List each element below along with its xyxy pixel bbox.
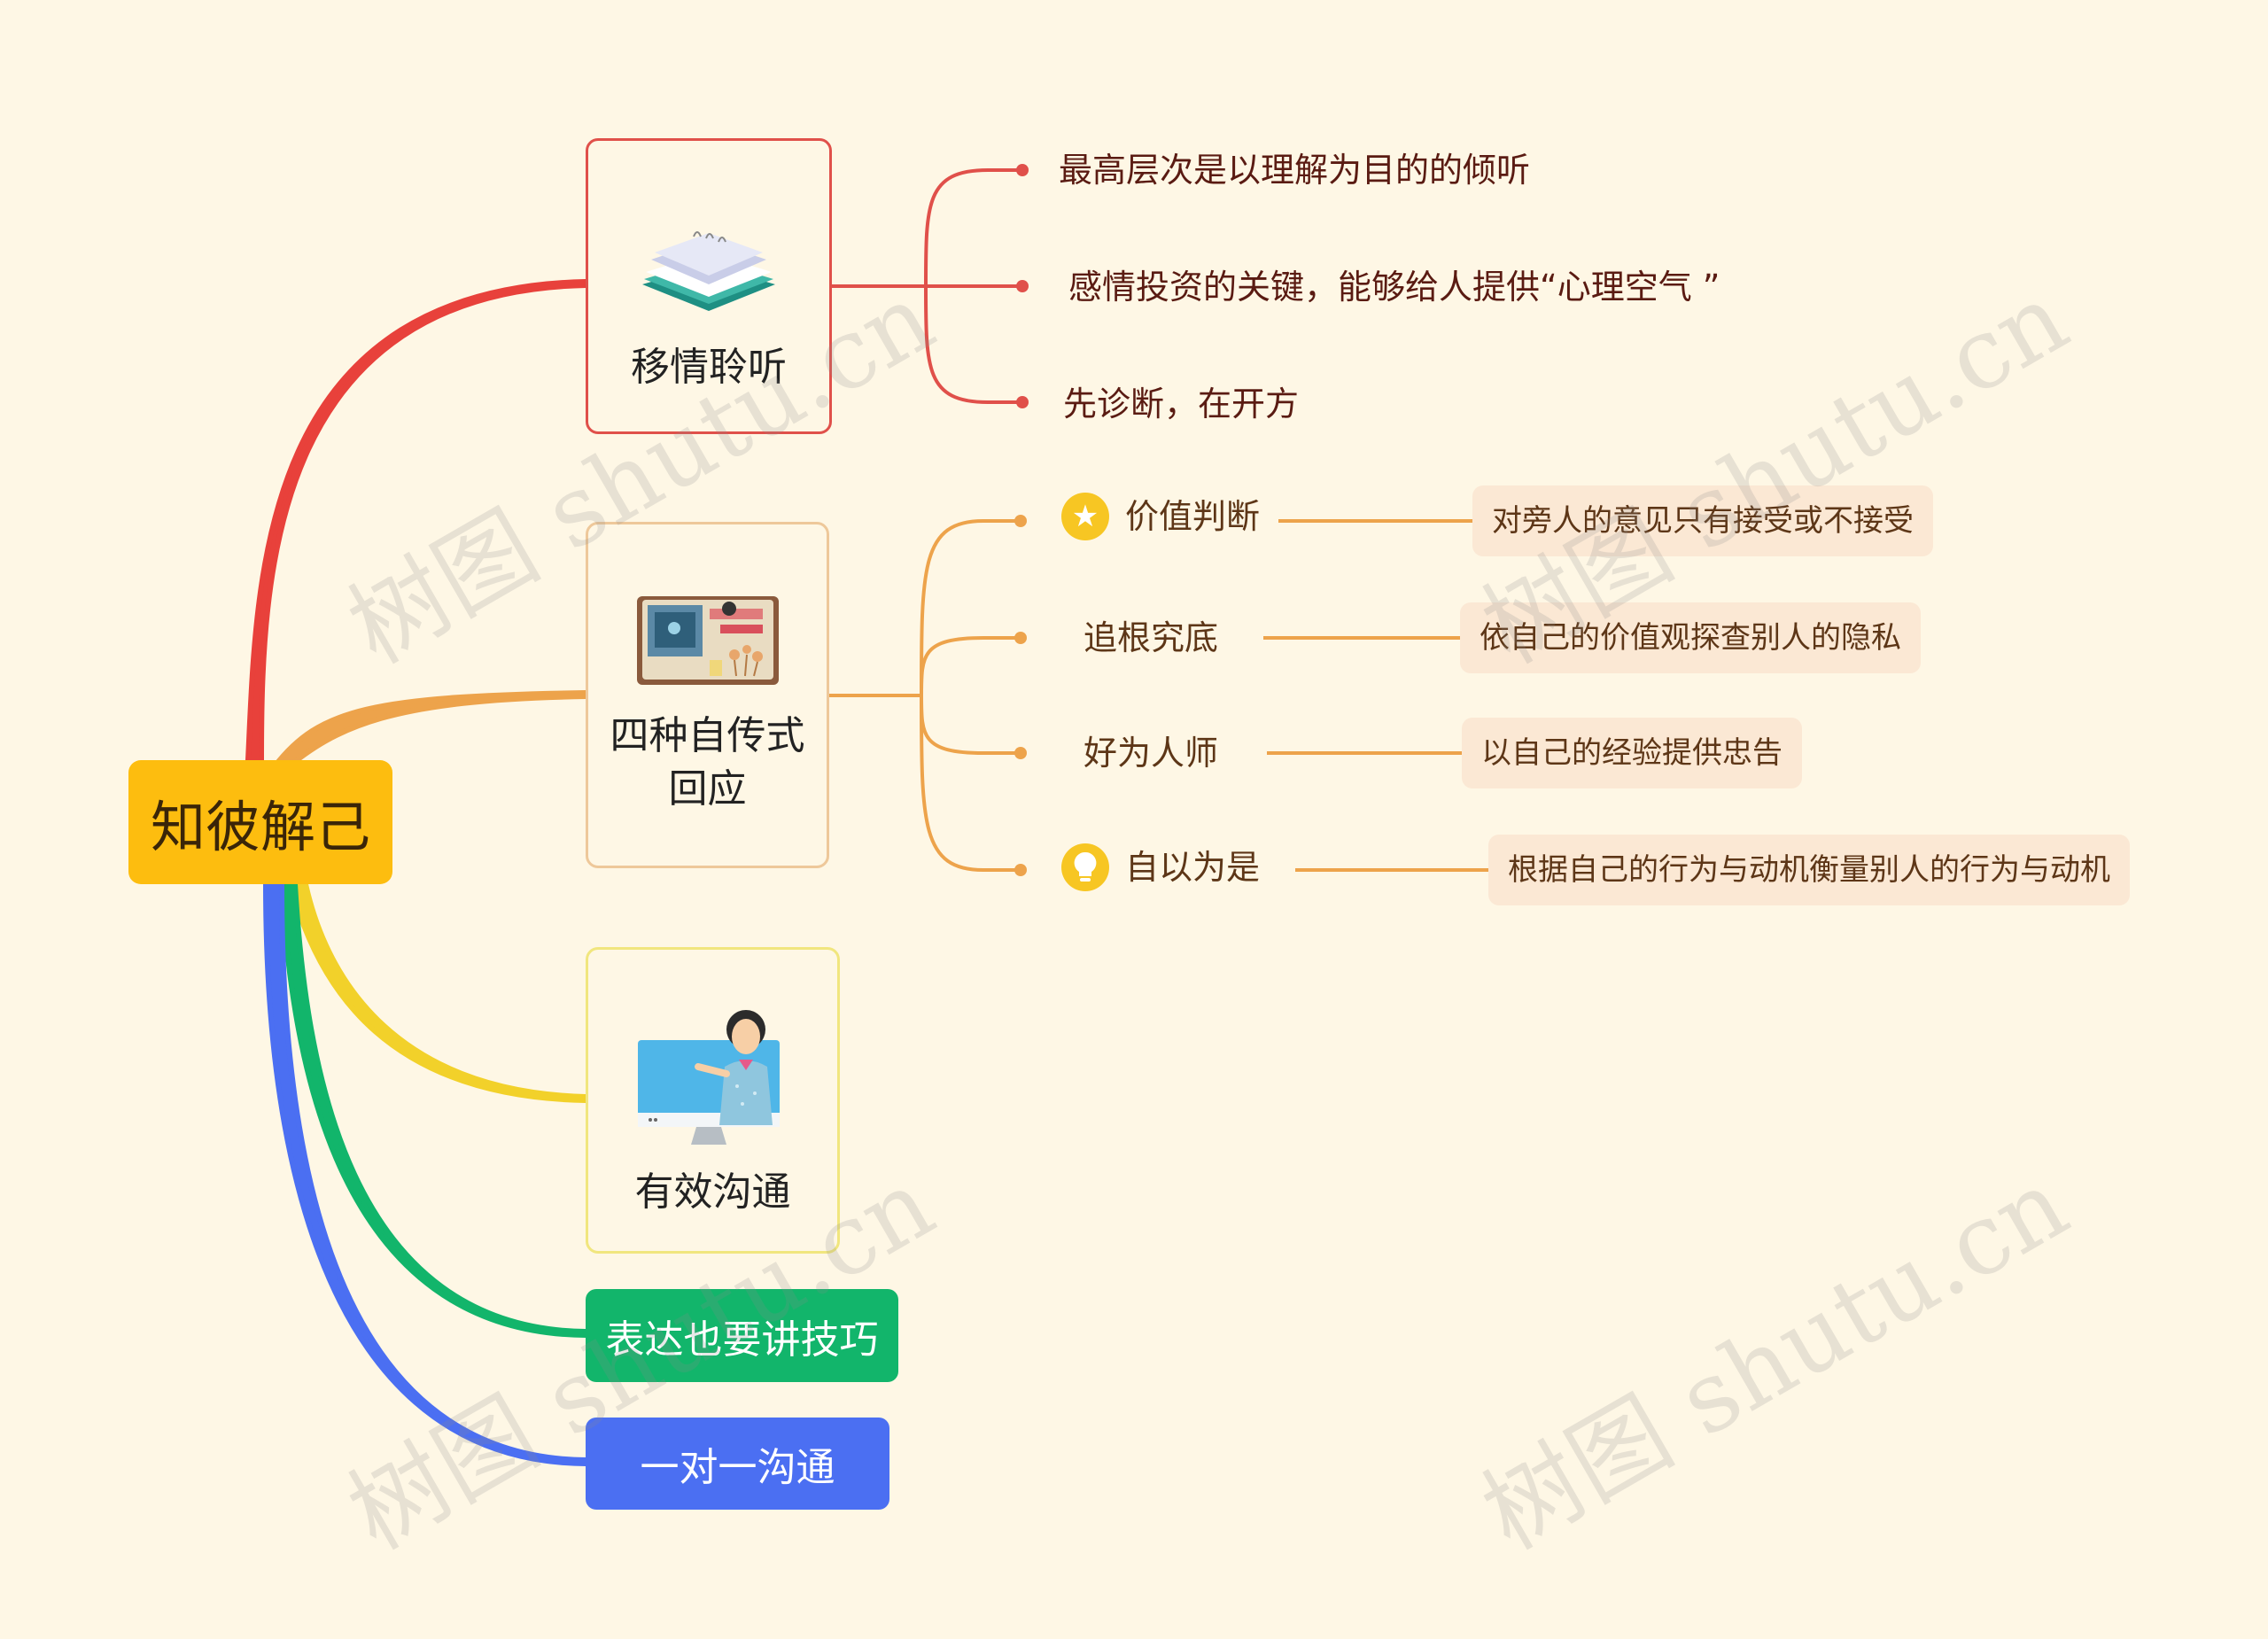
branch1-child-dots — [1016, 164, 1029, 408]
leaf-topic[interactable]: 好为人师 — [1084, 730, 1218, 776]
branch-card-effective-communication[interactable]: 有效沟通 — [586, 947, 840, 1254]
branch-card-autobiographical-responses[interactable]: 四种自传式回应 — [586, 522, 829, 868]
link-root-branch3 — [287, 882, 588, 1104]
detail-note[interactable]: 以自己的经验提供忠告 — [1462, 718, 1802, 788]
link-root-branch1 — [245, 278, 588, 763]
branch2-child-dots — [1014, 515, 1027, 876]
branch-pill-expression-skills[interactable]: 表达也要讲技巧 — [586, 1289, 898, 1382]
leaf-topic[interactable]: 感情投资的关键，能够给人提供“心理空气 ” — [1068, 268, 1720, 307]
leaf-label: 好为人师 — [1084, 734, 1219, 773]
desk-board-icon — [635, 591, 781, 690]
leaf-label: 自以为是 — [1125, 848, 1261, 887]
branch-card-empathic-listening[interactable]: 移情聆听 — [586, 138, 832, 434]
star-icon: ★ — [1061, 493, 1109, 540]
branch2-child-links — [829, 519, 1488, 872]
detail-note[interactable]: 对旁人的意见只有接受或不接受 — [1472, 485, 1933, 556]
branch-label: 有效沟通 — [634, 1169, 791, 1215]
leaf-topic[interactable]: 自以为是 — [1061, 843, 1260, 891]
root-topic[interactable]: 知彼解己 — [128, 760, 392, 884]
leaf-topic[interactable]: 追根究底 — [1084, 615, 1218, 661]
branch-label: 表达也要讲技巧 — [605, 1317, 879, 1363]
teacher-screen-icon — [637, 1005, 788, 1148]
leaf-topic[interactable]: ★ 价值判断 — [1061, 493, 1260, 540]
link-root-branch2 — [270, 689, 588, 774]
notebook-stack-icon — [642, 221, 775, 322]
leaf-topic[interactable]: 先诊断，在开方 — [1063, 385, 1300, 423]
detail-note[interactable]: 依自己的价值观探查别人的隐私 — [1460, 602, 1921, 673]
detail-note[interactable]: 根据自己的行为与动机衡量别人的行为与动机 — [1488, 835, 2130, 905]
branch-label: 一对一沟通 — [640, 1445, 835, 1490]
branch1-child-links — [832, 168, 1021, 404]
leaf-topic[interactable]: 最高层次是以理解为目的的倾听 — [1059, 151, 1531, 190]
leaf-label: 追根究底 — [1084, 618, 1219, 657]
branch-label: 四种自传式回应 — [610, 713, 805, 812]
branch-pill-one-on-one[interactable]: 一对一沟通 — [586, 1418, 889, 1510]
root-topic-label: 知彼解己 — [150, 795, 370, 859]
lightbulb-icon — [1061, 843, 1109, 891]
branch-label: 移情聆听 — [631, 345, 787, 390]
leaf-label: 价值判断 — [1125, 497, 1261, 536]
